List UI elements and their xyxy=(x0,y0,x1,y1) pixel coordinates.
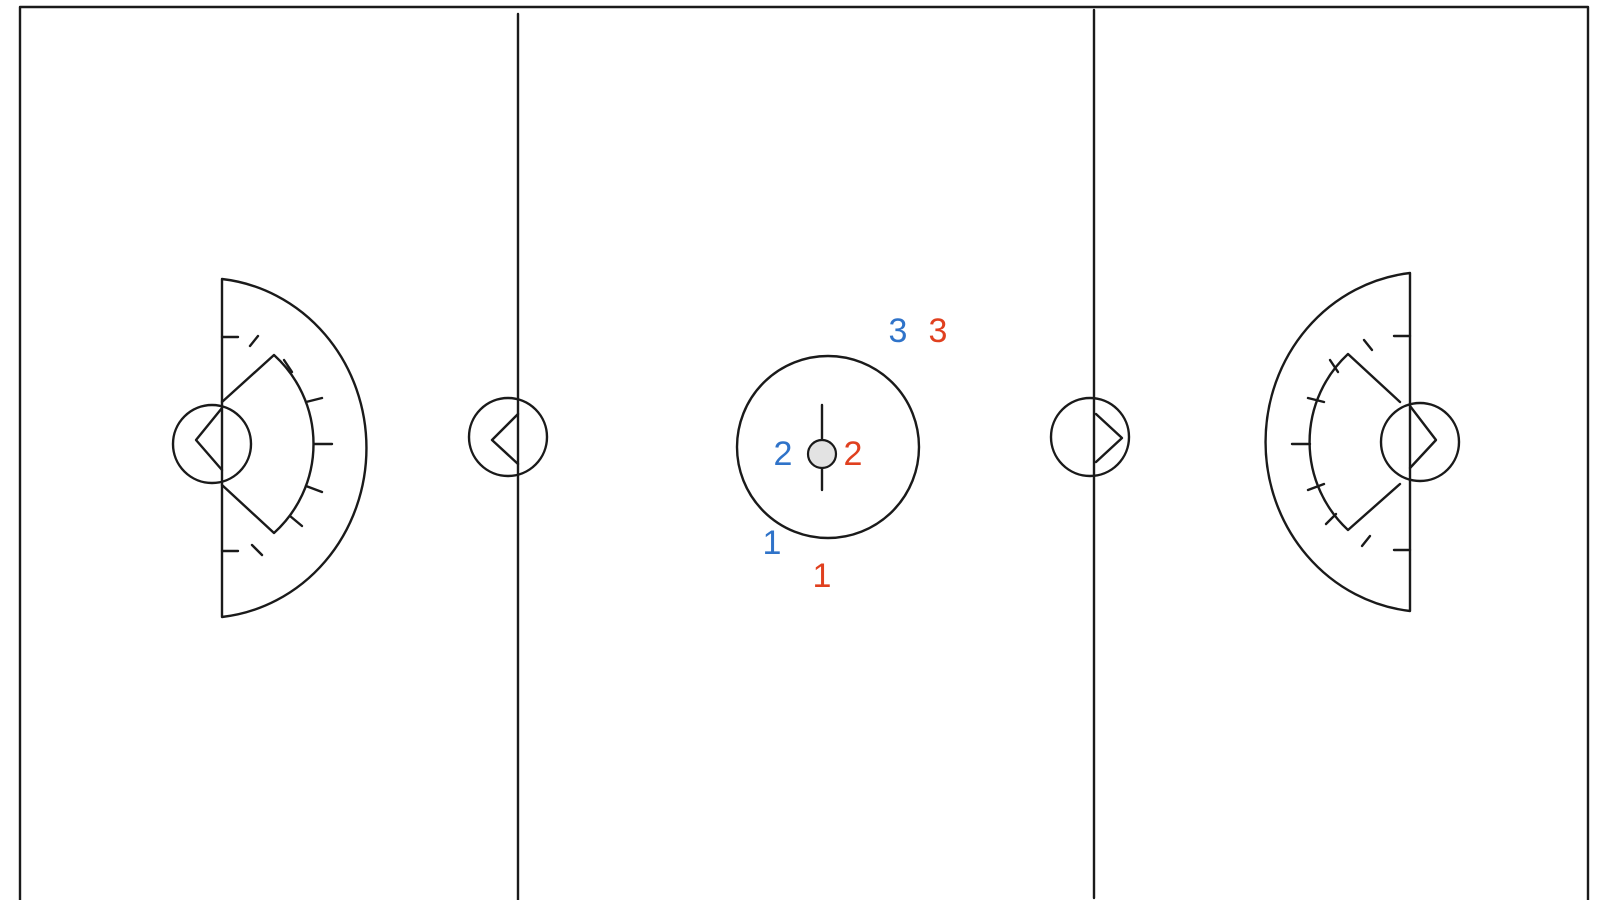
player-label-blue-3: 3 xyxy=(889,312,908,350)
player-label-red-1: 1 xyxy=(813,557,832,595)
left-goal-area xyxy=(171,277,368,619)
player-label-blue-1: 1 xyxy=(763,524,782,562)
left-fan-arc xyxy=(220,277,368,619)
field-boundary xyxy=(18,5,1590,900)
right-restraining-circle xyxy=(1049,396,1131,478)
right-goal-area xyxy=(1264,271,1461,613)
ball xyxy=(806,438,838,470)
right-dotted-arc xyxy=(1308,352,1402,532)
center-circle xyxy=(735,354,921,540)
left-goal-crease xyxy=(194,406,224,472)
right-goal-crease xyxy=(1408,404,1438,470)
left-dotted-arc xyxy=(220,353,315,535)
player-label-red-3: 3 xyxy=(929,312,948,350)
left-restraining-circle xyxy=(467,396,549,478)
player-label-red-2: 2 xyxy=(844,435,863,473)
right-fan-arc xyxy=(1264,271,1412,613)
right-goal-circle xyxy=(1379,401,1461,483)
player-label-blue-2: 2 xyxy=(774,435,793,473)
left-goal-circle xyxy=(171,403,253,485)
